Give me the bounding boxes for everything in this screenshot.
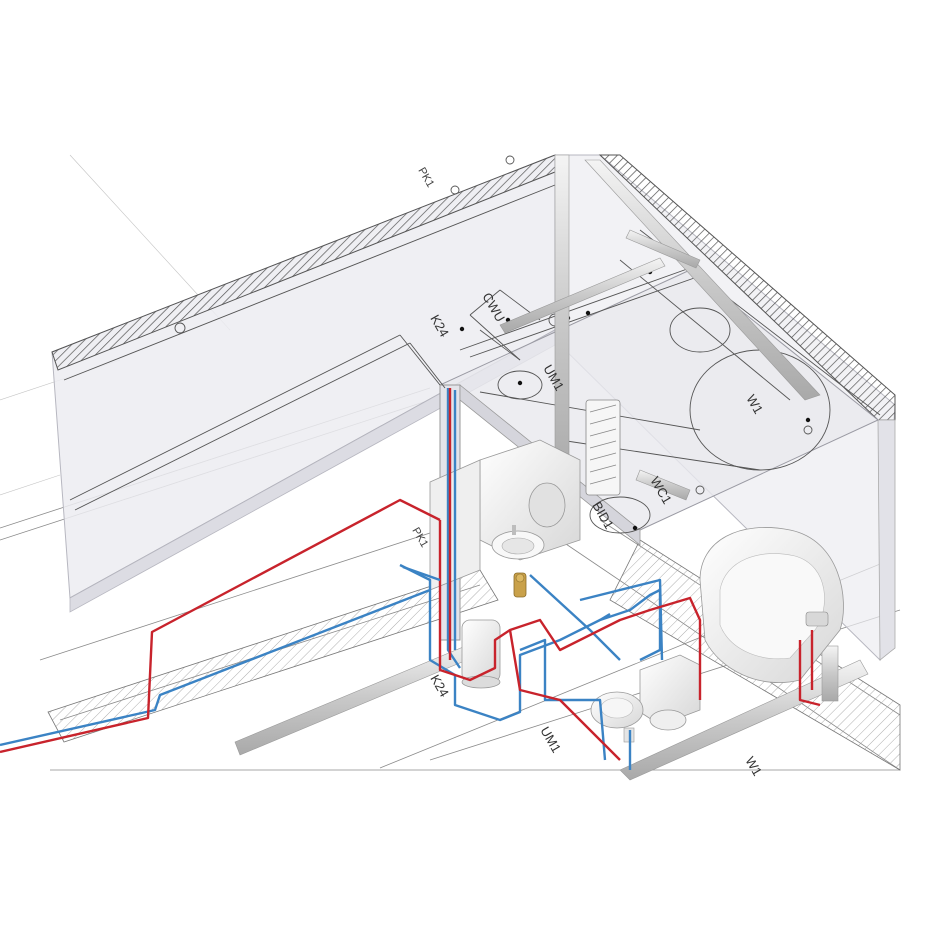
towel-radiator xyxy=(585,399,621,496)
cold-water-pipes xyxy=(0,388,664,770)
label-k24-lower: K24 xyxy=(427,672,452,700)
hot-water-pipes xyxy=(0,388,821,761)
cold-water-riser xyxy=(402,565,611,622)
water-heater xyxy=(461,619,501,689)
label-pk1-upper: PK1 xyxy=(415,166,436,190)
washbasin xyxy=(491,525,545,560)
label-um1-lower: UM1 xyxy=(537,724,564,755)
bathtub xyxy=(699,527,844,683)
water-meter-valve xyxy=(513,572,527,598)
label-w1-lower: W1 xyxy=(742,754,765,778)
upper-floor-plan xyxy=(63,184,881,511)
toilet xyxy=(639,654,701,731)
label-pk1-left: PK1 xyxy=(409,526,430,550)
drain-pipes xyxy=(234,154,869,781)
left-wall xyxy=(51,154,556,613)
